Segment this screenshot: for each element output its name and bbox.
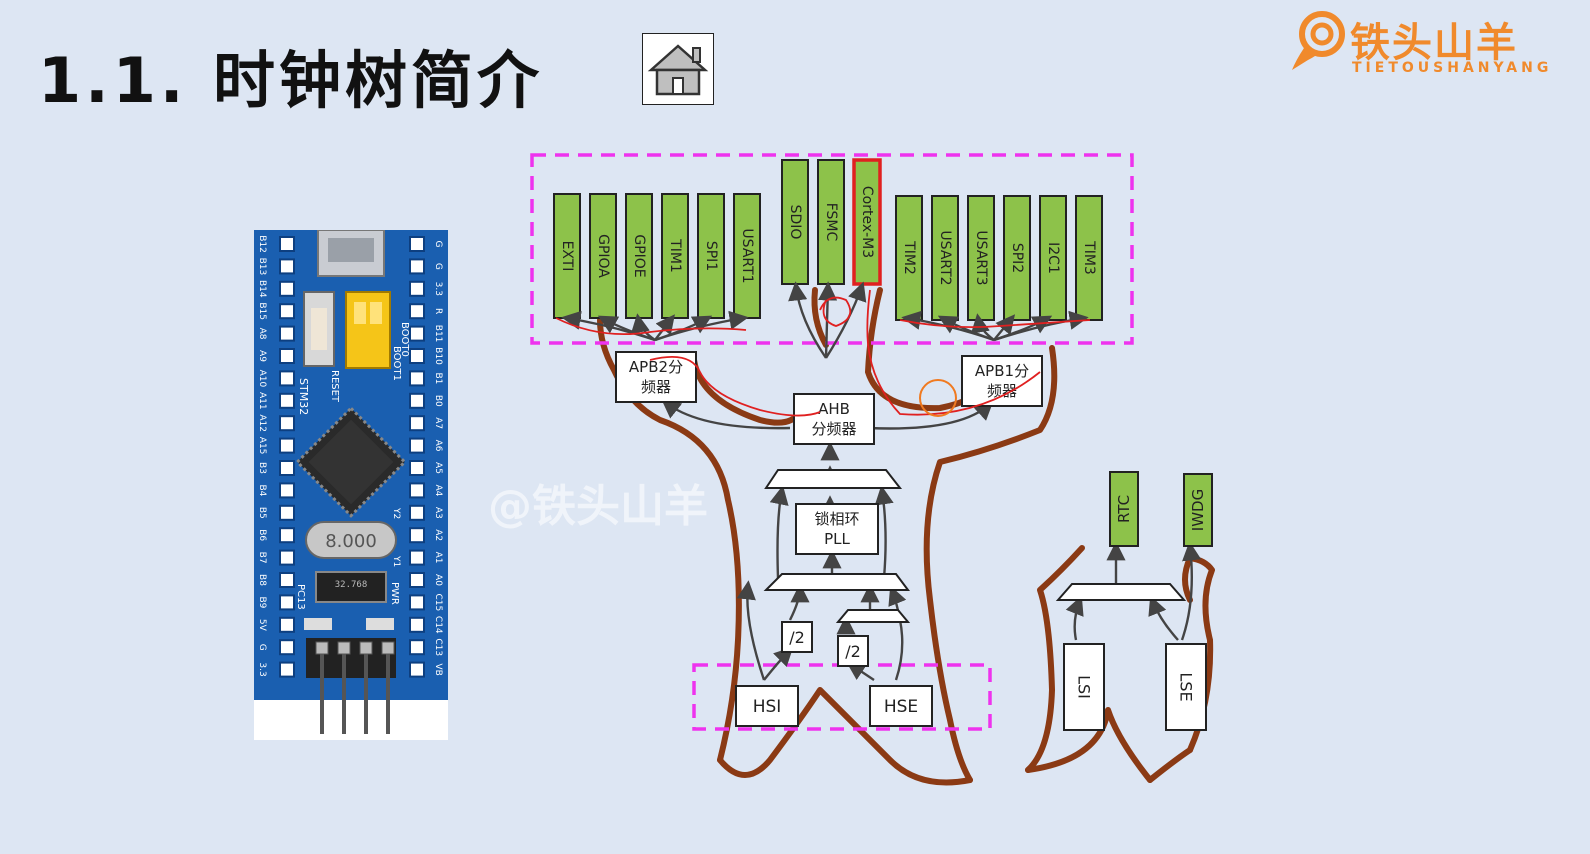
svg-text:TIM2: TIM2 bbox=[901, 240, 917, 275]
peripheral-spi2: SPI2 bbox=[1004, 196, 1030, 320]
svg-text:/2: /2 bbox=[845, 642, 861, 661]
peripheral-tim3: TIM3 bbox=[1076, 196, 1102, 320]
peripheral-spi1: SPI1 bbox=[698, 194, 724, 318]
pll-source-mux bbox=[766, 574, 908, 590]
svg-text:GPIOA: GPIOA bbox=[595, 234, 611, 278]
svg-text:LSE: LSE bbox=[1177, 672, 1196, 701]
peripheral-tim2: TIM2 bbox=[896, 196, 922, 320]
svg-text:GPIOE: GPIOE bbox=[631, 234, 647, 277]
svg-text:SDIO: SDIO bbox=[787, 205, 803, 240]
svg-text:FSMC: FSMC bbox=[823, 203, 839, 242]
svg-text:RTC: RTC bbox=[1115, 495, 1133, 523]
lsi-oscillator: LSI bbox=[1064, 644, 1104, 730]
peripheral-gpioe: GPIOE bbox=[626, 194, 652, 318]
peripheral-tim1: TIM1 bbox=[662, 194, 688, 318]
sysclk-mux bbox=[766, 470, 900, 488]
iwdg-block: IWDG bbox=[1184, 474, 1212, 546]
peripheral-usart1: USART1 bbox=[734, 194, 760, 318]
svg-text:TIM1: TIM1 bbox=[667, 238, 683, 273]
svg-text:Cortex-M3: Cortex-M3 bbox=[859, 186, 875, 258]
peripheral-gpioa: GPIOA bbox=[590, 194, 616, 318]
svg-text:HSE: HSE bbox=[884, 697, 918, 717]
peripheral-usart3: USART3 bbox=[968, 196, 994, 320]
hse-prediv-mux bbox=[838, 610, 908, 622]
svg-text:LSI: LSI bbox=[1075, 675, 1094, 699]
svg-text:SPI1: SPI1 bbox=[703, 241, 719, 271]
hsi-div2: /2 bbox=[782, 622, 812, 652]
hse-div2: /2 bbox=[838, 636, 868, 666]
peripheral-fsmc: FSMC bbox=[818, 160, 844, 284]
apb1-divider: APB1分频器 bbox=[962, 356, 1042, 406]
peripheral-exti: EXTI bbox=[554, 194, 580, 318]
peripheral-i2c1: I2C1 bbox=[1040, 196, 1066, 320]
ahb-divider: AHB分频器 bbox=[794, 394, 874, 444]
svg-text:USART3: USART3 bbox=[973, 230, 989, 285]
pll-block: 锁相环PLL bbox=[796, 504, 878, 554]
svg-text:IWDG: IWDG bbox=[1189, 489, 1207, 531]
watermark: @铁头山羊 bbox=[488, 470, 708, 534]
rtc-block: RTC bbox=[1110, 472, 1138, 546]
hsi-oscillator: HSI bbox=[736, 686, 798, 726]
peripheral-sdio: SDIO bbox=[782, 160, 808, 284]
svg-text:TIM3: TIM3 bbox=[1081, 240, 1097, 275]
svg-text:USART2: USART2 bbox=[937, 230, 953, 285]
svg-text:I2C1: I2C1 bbox=[1045, 242, 1061, 274]
svg-text:EXTI: EXTI bbox=[559, 241, 575, 272]
svg-text:SPI2: SPI2 bbox=[1009, 243, 1025, 273]
peripheral-cortexm3: Cortex-M3 bbox=[854, 160, 880, 284]
rtc-mux bbox=[1058, 584, 1184, 600]
hse-oscillator: HSE bbox=[870, 686, 932, 726]
peripheral-usart2: USART2 bbox=[932, 196, 958, 320]
svg-text:HSI: HSI bbox=[753, 697, 782, 717]
svg-text:USART1: USART1 bbox=[739, 228, 755, 283]
svg-text:/2: /2 bbox=[789, 628, 805, 647]
lse-oscillator: LSE bbox=[1166, 644, 1206, 730]
